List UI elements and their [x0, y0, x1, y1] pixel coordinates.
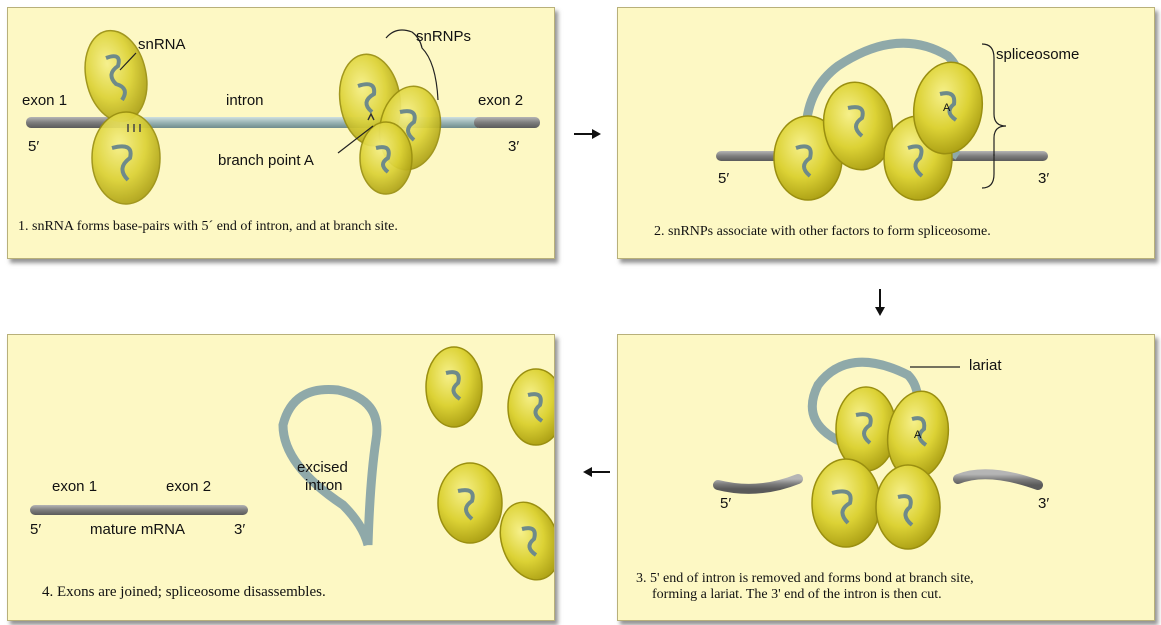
panel-step-2: spliceosome A 5′ 3′ 2. snRNPs associate … [617, 7, 1155, 259]
label-exon-2: exon 2 [166, 478, 211, 495]
snrnp-free-3 [438, 463, 502, 543]
panel-step-3: lariat A 5′ 3′ 3. 5' end of intron is re… [617, 334, 1155, 621]
label-3-prime: 3′ [234, 521, 245, 538]
label-snrna: snRNA [138, 36, 186, 53]
caption-step-4: 4. Exons are joined; spliceosome disasse… [42, 584, 326, 601]
label-5-prime: 5′ [28, 138, 39, 155]
arrow-down [874, 289, 886, 317]
exon-1-strand [718, 479, 798, 489]
label-branch-a: A [943, 102, 950, 114]
exon-2-strand [474, 117, 540, 128]
panel-step-1: snRNA snRNPs exon 1 intron exon 2 5′ 3′ … [7, 7, 555, 259]
snrnp-right-3 [360, 122, 412, 194]
label-exon-2: exon 2 [478, 92, 523, 109]
label-3-prime: 3′ [508, 138, 519, 155]
label-3-prime: 3′ [1038, 495, 1049, 512]
label-5-prime: 5′ [718, 170, 729, 187]
label-intron: intron [305, 477, 343, 494]
snrnp-free-1 [426, 347, 482, 427]
exon-2-strand [948, 151, 1048, 161]
snrnp-free-2 [508, 369, 554, 445]
arrow-right [574, 128, 602, 140]
mature-mrna-strand [30, 505, 248, 515]
label-5-prime: 5′ [720, 495, 731, 512]
caption-step-3-line-2: forming a lariat. The 3' end of the intr… [652, 587, 942, 602]
label-5-prime: 5′ [30, 521, 41, 538]
panel-step-4: excised intron exon 1 exon 2 5′ mature m… [7, 334, 555, 621]
snrnp-lariat-4 [876, 465, 940, 549]
snrnp-left-bottom [92, 112, 160, 204]
label-spliceosome: spliceosome [996, 46, 1079, 63]
arrow-left [582, 466, 610, 478]
label-lariat: lariat [969, 357, 1002, 374]
label-excised: excised [297, 459, 348, 476]
label-branch-a: A [914, 429, 921, 441]
label-mature-mrna: mature mRNA [90, 521, 185, 538]
caption-step-3-line-1: 3. 5' end of intron is removed and forms… [636, 571, 974, 586]
snrnp-lariat-3 [812, 459, 880, 547]
label-exon-1: exon 1 [52, 478, 97, 495]
caption-step-2: 2. snRNPs associate with other factors t… [654, 224, 991, 240]
label-intron: intron [226, 92, 264, 109]
label-exon-1: exon 1 [22, 92, 67, 109]
label-3-prime: 3′ [1038, 170, 1049, 187]
caption-step-1: 1. snRNA forms base-pairs with 5´ end of… [18, 219, 398, 235]
exon-2-strand [958, 474, 1038, 485]
label-branch-point: branch point A [218, 152, 314, 169]
label-snrnps: snRNPs [416, 28, 471, 45]
